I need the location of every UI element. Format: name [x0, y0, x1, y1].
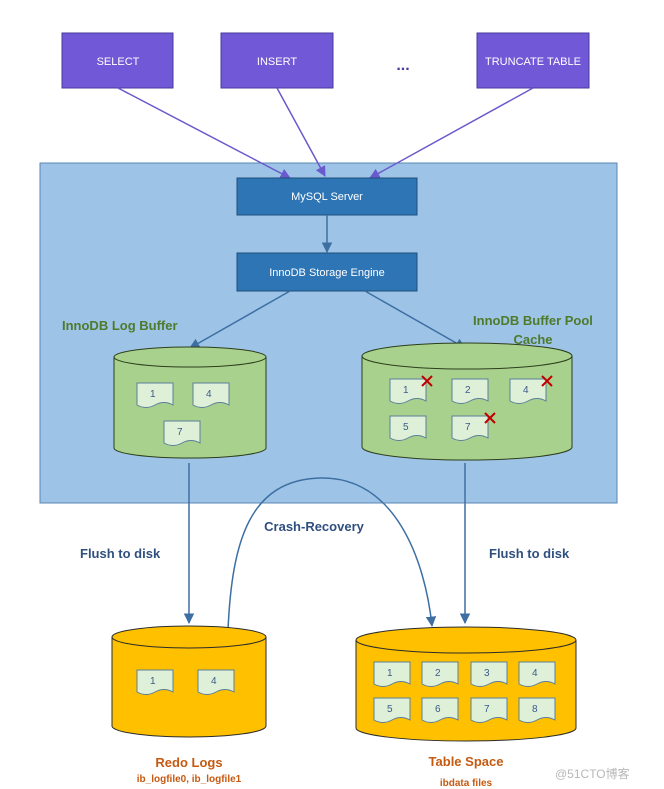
insert-arrow	[276, 87, 326, 177]
select-arrow	[117, 87, 291, 179]
table-space-page-number: 8	[532, 704, 538, 715]
mysql-server-label: MySQL Server	[291, 191, 363, 203]
buffer-pool-page: 5	[389, 415, 427, 441]
table-space-page: 1	[373, 661, 411, 687]
redo-log-page-number: 4	[211, 676, 217, 687]
buffer-pool-pages: 1 2 4 5 7	[389, 378, 547, 441]
table-space-subtitle: ibdata files	[440, 778, 493, 789]
buffer-pool-page-number: 2	[465, 385, 471, 396]
buffer-pool-page-number: 7	[465, 422, 471, 433]
table-space-page-number: 6	[435, 704, 441, 715]
log-buffer-cylinder	[113, 346, 267, 459]
dirty-page-marker-4	[541, 375, 553, 387]
table-space-page: 5	[373, 697, 411, 723]
table-space-page-number: 5	[387, 704, 393, 715]
table-space-page: 6	[421, 697, 459, 723]
flush-to-disk-right-label: Flush to disk	[489, 546, 570, 561]
table-space-pages: 1 2 3 4 5 6 7 8	[373, 661, 556, 723]
buffer-pool-page-number: 5	[403, 422, 409, 433]
redo-logs-title: Redo Logs	[155, 755, 222, 770]
engine-to-bufferpool-arrow	[364, 290, 466, 349]
redo-log-page-number: 1	[150, 676, 156, 687]
insert-label: INSERT	[257, 56, 297, 68]
table-space-page-number: 2	[435, 668, 441, 679]
log-buffer-pages: 1 4 7	[136, 382, 230, 446]
log-buffer-page: 1	[136, 382, 174, 408]
dirty-page-marker-7	[484, 412, 496, 424]
engine-to-logbuffer-arrow	[189, 290, 291, 349]
buffer-pool-page: 2	[451, 378, 489, 404]
buffer-pool-page: 4	[509, 378, 547, 404]
watermark-text: @51CTO博客	[555, 766, 630, 781]
table-space-page: 3	[470, 661, 508, 687]
buffer-pool-page-number: 4	[523, 385, 529, 396]
redo-log-page: 4	[197, 669, 235, 695]
buffer-pool-page: 1	[389, 378, 427, 404]
dirty-page-marker-1	[421, 375, 433, 387]
flush-to-disk-left-label: Flush to disk	[80, 546, 161, 561]
table-space-page: 8	[518, 697, 556, 723]
innodb-engine-box: InnoDB Storage Engine	[236, 252, 418, 292]
log-buffer-page-number: 1	[150, 389, 156, 400]
select-query-box: SELECT	[61, 32, 174, 89]
buffer-pool-page: 7	[451, 415, 489, 441]
buffer-pool-page-number: 1	[403, 385, 409, 396]
redo-log-page: 1	[136, 669, 174, 695]
buffer-pool-title-line2: Cache	[513, 332, 552, 347]
table-space-page-number: 3	[484, 668, 490, 679]
crash-recovery-arrow	[227, 477, 437, 631]
log-buffer-page-number: 7	[177, 427, 183, 438]
log-buffer-page-number: 4	[206, 389, 212, 400]
truncate-arrow	[369, 87, 534, 179]
redo-logs-cylinder	[111, 625, 267, 738]
table-space-page-number: 7	[484, 704, 490, 715]
table-space-title: Table Space	[429, 754, 504, 769]
crash-recovery-label: Crash-Recovery	[264, 519, 364, 534]
log-buffer-title: InnoDB Log Buffer	[62, 318, 178, 333]
insert-query-box: INSERT	[220, 32, 334, 89]
table-space-page: 2	[421, 661, 459, 687]
buffer-pool-title-line1: InnoDB Buffer Pool	[473, 313, 593, 328]
mysql-server-box: MySQL Server	[236, 177, 418, 216]
table-space-page: 4	[518, 661, 556, 687]
table-space-page-number: 4	[532, 668, 538, 679]
truncate-label: TRUNCATE TABLE	[485, 56, 581, 68]
truncate-query-box: TRUNCATE TABLE	[476, 32, 590, 89]
log-buffer-page: 7	[163, 420, 201, 446]
log-buffer-page: 4	[192, 382, 230, 408]
table-space-page: 7	[470, 697, 508, 723]
table-space-page-number: 1	[387, 668, 393, 679]
select-label: SELECT	[97, 56, 140, 68]
redo-logs-subtitle: ib_logfile0, ib_logfile1	[137, 774, 242, 785]
more-queries-ellipsis: ...	[396, 57, 409, 74]
innodb-engine-label: InnoDB Storage Engine	[269, 267, 385, 279]
